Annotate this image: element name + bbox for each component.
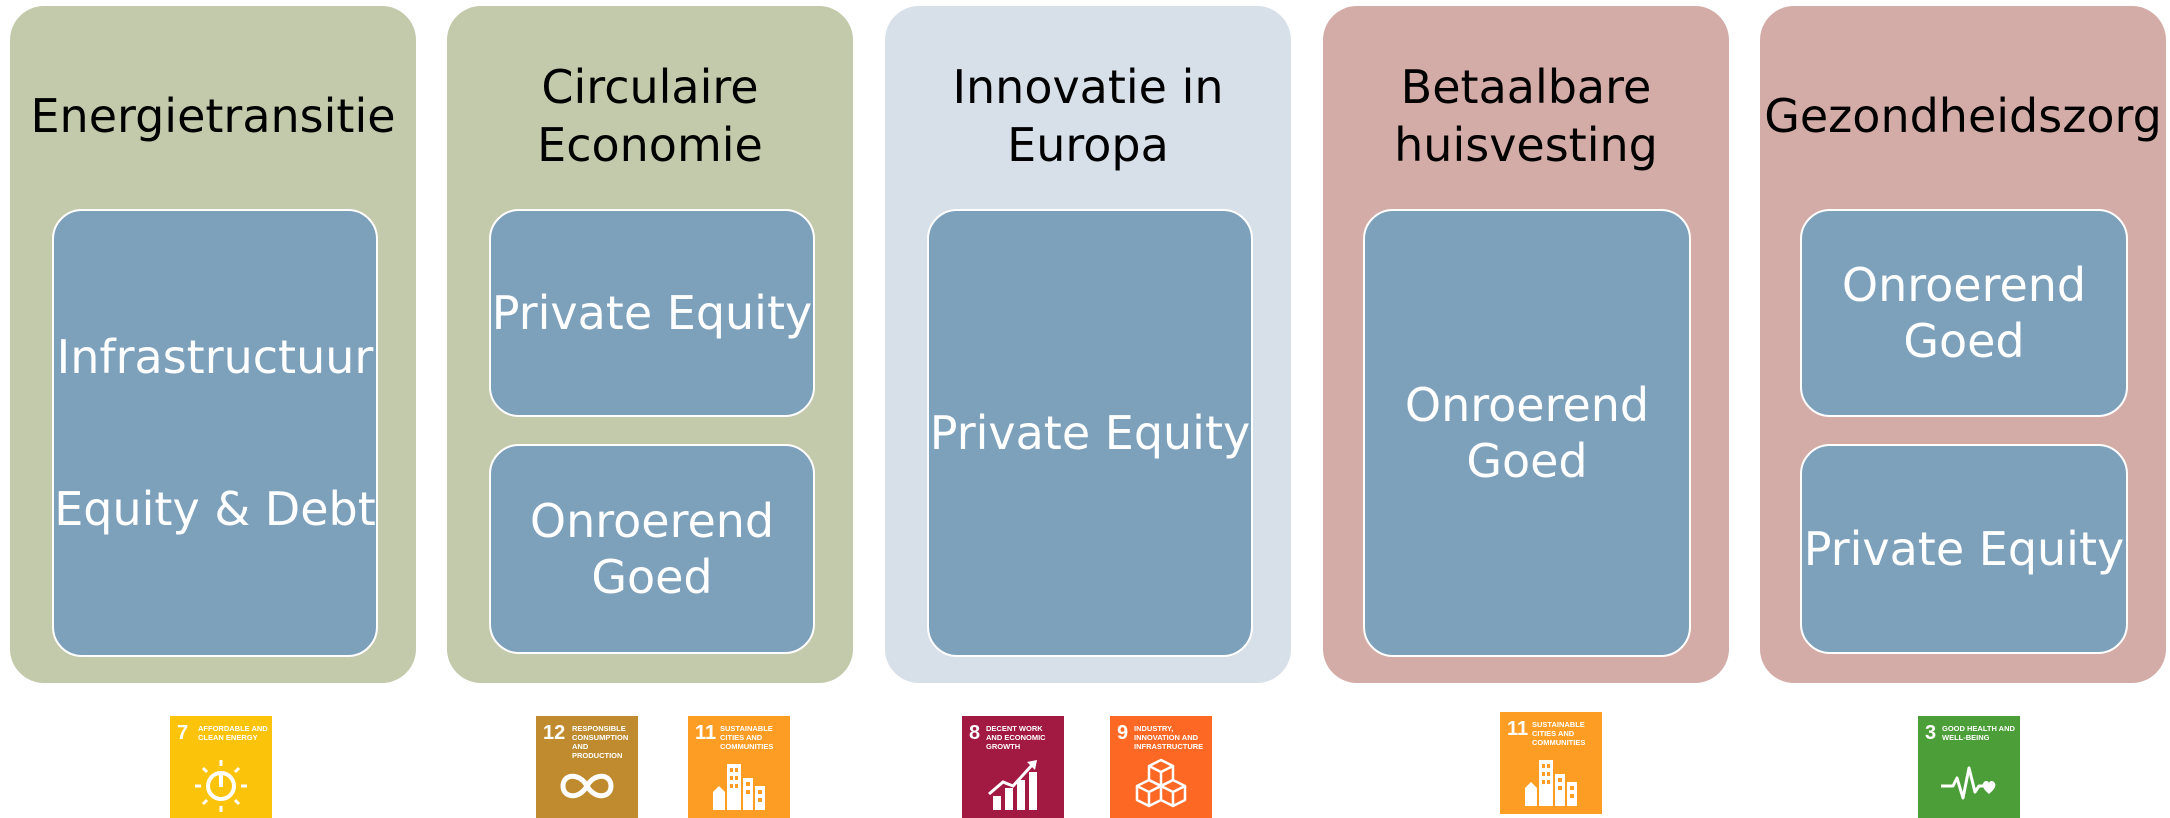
asset-class-box: Onroerend Goed [489, 444, 815, 654]
sdg-3-icon: 3 GOOD HEALTH AND WELL-BEING [1918, 716, 2020, 818]
box-label: Private Equity [491, 286, 813, 340]
sdg-12-icon: 12 RESPONSIBLE CONSUMPTION AND PRODUCTIO… [536, 716, 638, 818]
column-title: Circulaire Economie [537, 60, 763, 172]
column-title: Innovatie in Europa [952, 60, 1224, 172]
column-circulaire-economie: Circulaire Economie Private Equity Onroe… [447, 6, 853, 683]
growth-chart-icon [988, 760, 1037, 810]
asset-class-box: Infrastructuur Equity & Debt [52, 209, 378, 657]
sdg-11-icon: 11 SUSTAINABLE CITIES AND COMMUNITIES [688, 716, 790, 818]
sdg-11-icon: 11 SUSTAINABLE CITIES AND COMMUNITIES [1500, 712, 1602, 814]
box-label: Private Equity [1803, 522, 2125, 576]
heartbeat-icon [1941, 766, 1996, 800]
column-betaalbare-huisvesting: Betaalbare huisvesting Onroerend Goed [1323, 6, 1729, 683]
box-label: Onroerend [1404, 378, 1650, 432]
column-title: Betaalbare huisvesting [1394, 60, 1658, 172]
column-gezondheidszorg: Gezondheidszorg Onroerend Goed Private E… [1760, 6, 2166, 683]
asset-class-box: Onroerend Goed [1363, 209, 1691, 657]
cubes-icon [1135, 758, 1187, 808]
city-buildings-icon [1525, 760, 1577, 806]
box-label: Onroerend [1841, 258, 2087, 312]
box-label: Goed [1903, 314, 2025, 368]
infinity-icon [560, 773, 614, 799]
box-label: Equity & Debt [54, 482, 376, 536]
box-label: Infrastructuur [56, 330, 374, 384]
sdg-8-icon: 8 DECENT WORK AND ECONOMIC GROWTH [962, 716, 1064, 818]
column-innovatie-in-europa: Innovatie in Europa Private Equity [885, 6, 1291, 683]
asset-class-box: Onroerend Goed [1800, 209, 2128, 417]
asset-class-box: Private Equity [1800, 444, 2128, 654]
city-buildings-icon [713, 764, 765, 810]
box-label: Goed [591, 550, 713, 604]
power-sun-icon [195, 760, 247, 812]
sdg-9-icon: 9 INDUSTRY, INNOVATION AND INFRASTRUCTUR… [1110, 716, 1212, 818]
box-label: Onroerend [529, 494, 775, 548]
column-energietransitie: Energietransitie Infrastructuur Equity &… [10, 6, 416, 683]
box-label: Goed [1466, 434, 1588, 488]
column-title: Gezondheidszorg [1764, 89, 2162, 143]
box-label: Private Equity [929, 406, 1251, 460]
column-title: Energietransitie [30, 89, 396, 143]
asset-class-box: Private Equity [927, 209, 1253, 657]
sdg-7-icon: 7 AFFORDABLE AND CLEAN ENERGY [170, 716, 272, 818]
asset-class-box: Private Equity [489, 209, 815, 417]
